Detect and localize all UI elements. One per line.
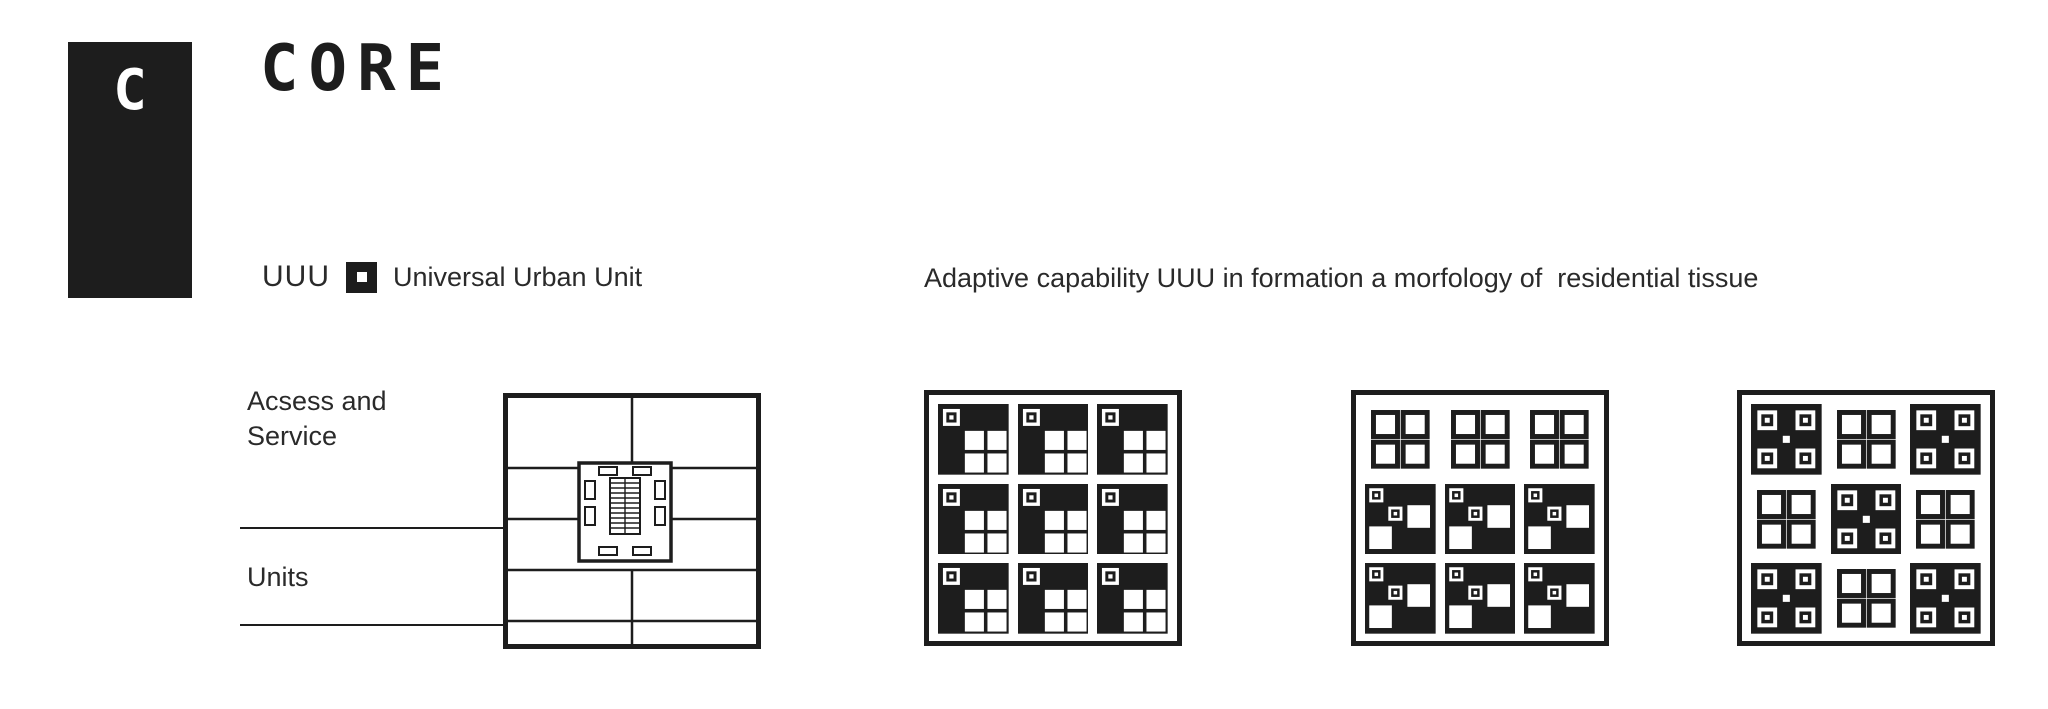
leader-line-units [240,624,596,626]
section-letter: C [113,58,147,123]
uuu-core-icon-inner [356,272,367,282]
uuu-core-icon [346,261,377,293]
grid-cell-unit [1017,483,1089,555]
page-title: CORE [260,32,455,106]
grid-cell-unit [1097,483,1168,555]
uuu-label: Universal Urban Unit [393,261,643,292]
grid-cell-frame [1524,404,1595,475]
grid-cell-frame [1830,563,1902,635]
grid-cell-cluster [1751,404,1822,475]
grid-cell-frame [1444,404,1516,475]
formation-grid-2 [1351,390,1609,646]
leader-line-access [240,527,588,529]
grid-cell-scatter [1524,563,1595,635]
grid-cell-scatter [1365,483,1436,555]
grid-cell-unit [938,404,1009,475]
uuu-abbr: UUU [262,260,330,293]
grid-cell-scatter [1524,483,1595,555]
grid-cell-frame [1830,404,1902,475]
grid-cell-unit [938,563,1009,635]
grid-cell-cluster [1830,483,1902,555]
plan-stair-treads [610,478,640,534]
grid-cell-scatter [1365,563,1436,635]
grid-cell-cluster [1751,563,1822,635]
plan-core-block [577,461,673,563]
grid-cell-scatter [1444,563,1516,635]
grid-cell-unit [1097,404,1168,475]
grid-cell-frame [1910,483,1981,555]
adaptive-caption: Adaptive capability UUU in formation a m… [924,263,1759,293]
grid-cell-cluster [1910,404,1981,475]
uuu-legend: UUU Universal Urban Unit [262,260,642,294]
plan-service-shafts [584,466,666,556]
grid-cell-cluster [1910,563,1981,635]
uuu-floor-plan [503,393,761,649]
label-units: Units [247,562,309,592]
grid-cell-unit [938,483,1009,555]
grid-cell-unit [1017,563,1089,635]
formation-grid-3 [1737,390,1995,646]
grid-cell-unit [1097,563,1168,635]
grid-cell-frame [1751,483,1822,555]
label-access-service: Acsess and Service [247,386,387,452]
formation-grid-1 [924,390,1182,646]
grid-cell-scatter [1444,483,1516,555]
grid-cell-unit [1017,404,1089,475]
grid-cell-frame [1365,404,1436,475]
section-badge: C [68,42,192,298]
